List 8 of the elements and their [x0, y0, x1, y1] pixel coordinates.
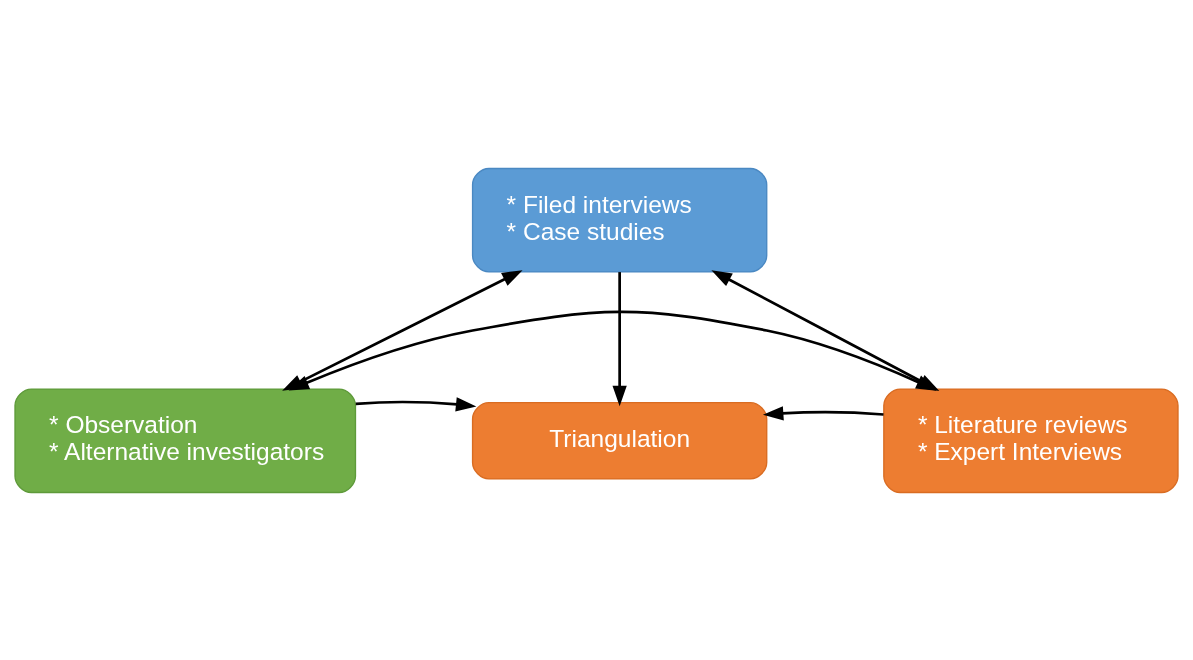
node-box: * Filed interviews * Case studies [471, 167, 768, 273]
node-box: * Literature reviews * Expert Interviews [883, 387, 1179, 493]
arrow [355, 396, 477, 411]
arrow [612, 271, 627, 406]
node-box: * Observation * Alternative investigators [14, 387, 357, 493]
arrow [762, 405, 884, 420]
node-box: Triangulation [471, 401, 768, 480]
arrow [288, 310, 937, 391]
